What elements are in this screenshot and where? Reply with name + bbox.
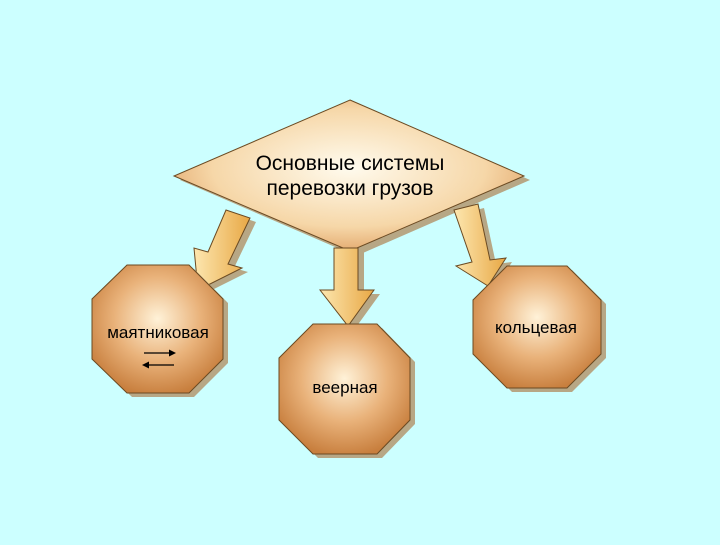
root-node-line2: перевозки грузов [267, 177, 434, 200]
arrow-to-ring-body [453, 203, 507, 287]
pendulum-node: маятниковая [91, 264, 228, 397]
root-node: Основные системы перевозки грузов [172, 99, 530, 256]
pendulum-node-label: маятниковая [107, 323, 209, 342]
arrow-to-fan-body [318, 247, 375, 327]
ring-node-label: кольцевая [495, 318, 577, 337]
fan-node-octagon [278, 323, 411, 455]
two-way-arrows-icon [142, 349, 176, 369]
ring-node-octagon [472, 265, 602, 389]
ring-node: кольцевая [472, 265, 606, 392]
fan-node: веерная [278, 323, 415, 458]
fan-node-label: веерная [312, 378, 377, 397]
arrow-to-ring [453, 203, 512, 290]
arrow-to-fan [318, 247, 380, 330]
pendulum-node-octagon [91, 264, 224, 394]
root-node-line1: Основные системы [256, 152, 445, 175]
arrow-to-pendulum-body [193, 209, 251, 291]
arrow-to-pendulum [193, 209, 256, 294]
